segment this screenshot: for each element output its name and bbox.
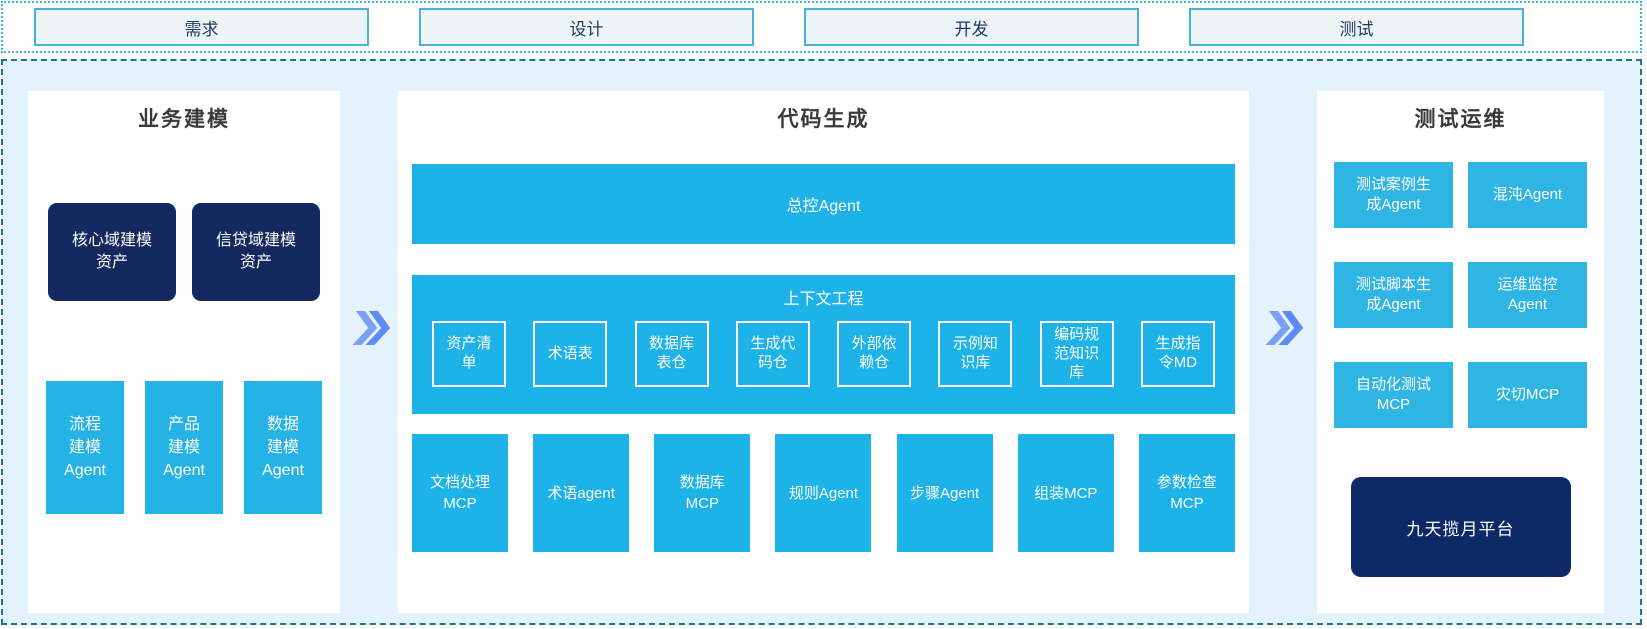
- phase-bar: 需求 设计 开发 测试: [1, 1, 1642, 53]
- panel-title-code-generation: 代码生成: [777, 108, 870, 131]
- node-glossary: 术语表: [533, 321, 608, 388]
- node-step-agent: 步骤Agent: [896, 434, 993, 552]
- mcp-row: 文档处理 MCP 术语agent 数据库 MCP 规则Agent 步骤Agent…: [398, 434, 1249, 552]
- phase-box-design: 设计: [419, 8, 754, 46]
- panel-test-ops: 测试运维 测试案例生 成Agent 混沌Agent 测试脚本生 成Agent 运…: [1317, 91, 1604, 613]
- node-example-knowledge-base: 示例知 识库: [938, 321, 1013, 388]
- phase-label: 需求: [184, 19, 219, 39]
- panel-title-test-ops: 测试运维: [1414, 108, 1507, 131]
- node-ops-monitoring-agent: 运维监控 Agent: [1468, 262, 1587, 328]
- node-product-modeling-agent: 产品 建模 Agent: [145, 381, 223, 514]
- panel-business-modeling: 业务建模 核心域建模 资产 信贷域建模 资产 流程 建模 Agent 产品 建模…: [28, 91, 340, 613]
- node-data-modeling-agent: 数据 建模 Agent: [244, 381, 322, 514]
- node-jiutian-lanyue-platform: 九天揽月平台: [1350, 477, 1571, 577]
- node-external-deps-repo: 外部依 赖仓: [837, 321, 912, 388]
- node-test-case-gen-agent: 测试案例生 成Agent: [1334, 162, 1453, 228]
- double-chevron-icon: [1266, 311, 1304, 345]
- node-automated-test-mcp: 自动化测试 MCP: [1334, 362, 1453, 428]
- context-engineering-block: 上下文工程 资产清 单 术语表 数据库 表仓 生成代 码仓 外部依 赖仓 示例知…: [412, 275, 1235, 414]
- node-db-table-repo: 数据库 表仓: [634, 321, 709, 388]
- double-chevron-icon: [353, 311, 391, 345]
- node-disaster-switch-mcp: 灾切MCP: [1468, 362, 1587, 428]
- main-container: 业务建模 核心域建模 资产 信贷域建模 资产 流程 建模 Agent 产品 建模…: [1, 59, 1642, 625]
- asset-row: 核心域建模 资产 信贷域建模 资产: [28, 203, 340, 301]
- phase-box-requirements: 需求: [34, 8, 369, 46]
- agent-row: 流程 建模 Agent 产品 建模 Agent 数据 建模 Agent: [28, 381, 340, 514]
- phase-label: 开发: [954, 19, 989, 39]
- phase-label: 设计: [569, 19, 604, 39]
- node-glossary-agent: 术语agent: [533, 434, 630, 552]
- phase-box-testing: 测试: [1189, 8, 1524, 46]
- node-generation-instruction-md: 生成指 令MD: [1140, 321, 1215, 388]
- node-doc-processing-mcp: 文档处理 MCP: [412, 434, 508, 552]
- node-param-check-mcp: 参数检查 MCP: [1138, 434, 1235, 552]
- node-asset-list: 资产清 单: [432, 321, 506, 388]
- ops-grid: 测试案例生 成Agent 混沌Agent 测试脚本生 成Agent 运维监控 A…: [1317, 162, 1604, 428]
- panel-code-generation: 代码生成 总控Agent 上下文工程 资产清 单 术语表 数据库 表仓 生成代 …: [398, 91, 1249, 613]
- context-engineering-title: 上下文工程: [783, 291, 864, 308]
- node-core-domain-assets: 核心域建模 资产: [48, 203, 176, 301]
- node-rule-agent: 规则Agent: [775, 434, 872, 552]
- node-chaos-agent: 混沌Agent: [1468, 162, 1587, 228]
- node-master-agent: 总控Agent: [412, 164, 1235, 244]
- node-credit-domain-assets: 信贷域建模 资产: [192, 203, 320, 301]
- phase-box-development: 开发: [804, 8, 1139, 46]
- phase-label: 测试: [1339, 19, 1374, 39]
- node-process-modeling-agent: 流程 建模 Agent: [46, 381, 124, 514]
- context-items-row: 资产清 单 术语表 数据库 表仓 生成代 码仓 外部依 赖仓 示例知 识库 编码…: [412, 321, 1235, 388]
- panel-title-business-modeling: 业务建模: [138, 108, 230, 131]
- node-coding-standards-kb: 编码规 范知识 库: [1039, 321, 1114, 388]
- node-database-mcp: 数据库 MCP: [654, 434, 751, 552]
- node-test-script-gen-agent: 测试脚本生 成Agent: [1334, 262, 1453, 328]
- node-assembly-mcp: 组装MCP: [1017, 434, 1114, 552]
- node-generated-code-repo: 生成代 码仓: [735, 321, 810, 388]
